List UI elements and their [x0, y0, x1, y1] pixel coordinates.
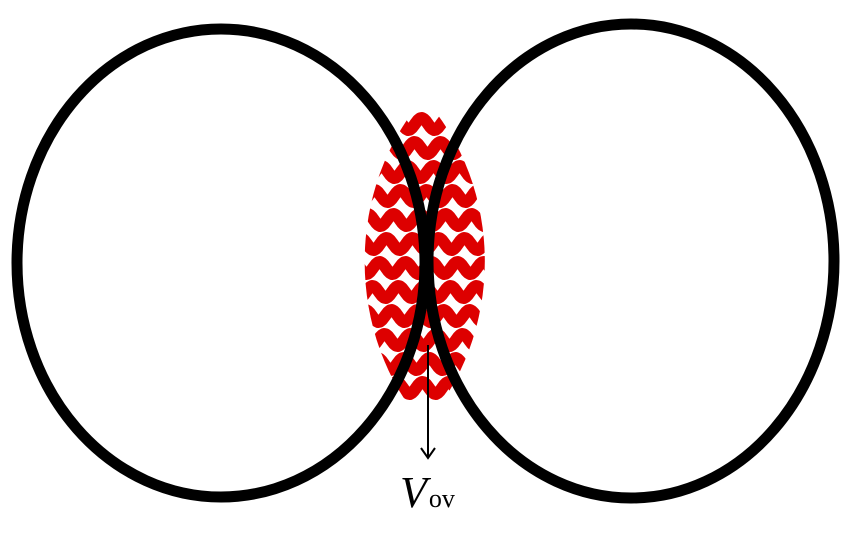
hatch-wave: [364, 160, 485, 184]
hatch-wave: [364, 376, 485, 400]
hatch-wave: [364, 184, 485, 208]
hatch-wave: [364, 112, 485, 136]
right-circle: [422, 18, 840, 504]
overlap-label-subscript: ov: [429, 484, 455, 513]
overlap-label-main: V: [400, 468, 432, 517]
hatch-wave: [364, 136, 485, 160]
overlap-arrow: [420, 345, 436, 460]
hatch-wave: [364, 328, 485, 352]
overlap-volume-label: Vov: [400, 468, 455, 517]
left-circle: [11, 23, 431, 503]
hatch-wave: [364, 352, 485, 376]
